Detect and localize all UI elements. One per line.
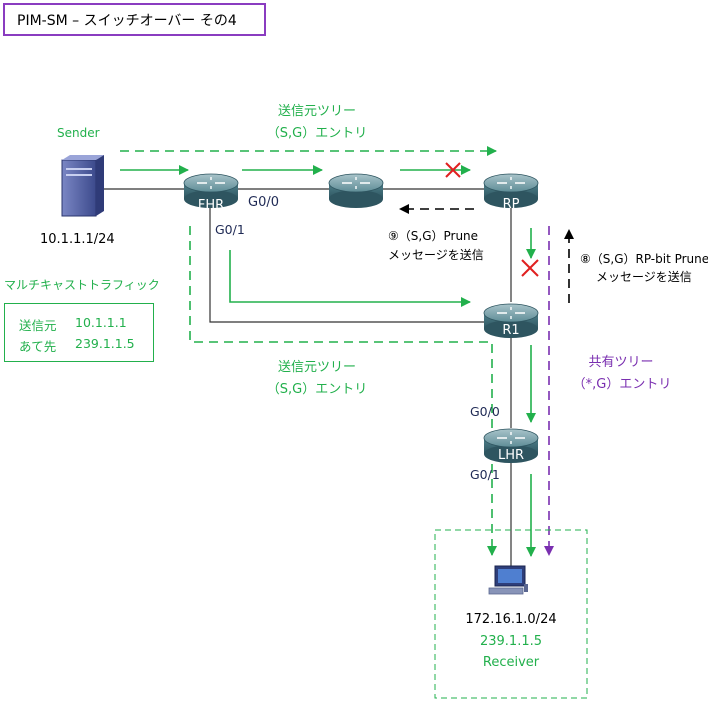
prune8-line2: メッセージを送信 (596, 270, 692, 284)
router-icon (483, 173, 539, 208)
sender-ip: 10.1.1.1/24 (40, 232, 115, 247)
lhr-label: LHR (498, 448, 524, 463)
fhr-label: FHR (198, 198, 224, 213)
prune9-line2: メッセージを送信 (388, 248, 484, 262)
receiver-network: 172.16.1.0/24 (465, 612, 557, 627)
multicast-traffic-heading: マルチキャストトラフィック (4, 278, 160, 292)
receiver-segment-box (434, 529, 588, 699)
source-tree-bottom-entry: （S,G）エントリ (266, 382, 368, 397)
receiver-group: 239.1.1.5 (479, 634, 543, 649)
source-tree-top-entry: （S,G）エントリ (266, 126, 368, 141)
lhr-interface-g00: G0/0 (470, 404, 500, 419)
multicast-flow-arrows (120, 165, 536, 557)
traffic-destination-value: 239.1.1.5 (75, 336, 135, 351)
source-tree-bottom-title: 送信元ツリー (277, 360, 356, 375)
pc-icon (488, 565, 528, 595)
router-icon (183, 173, 239, 208)
multicast-traffic-box: 送信元 10.1.1.1 あて先 239.1.1.5 (4, 303, 154, 362)
page-title: PIM-SM – スイッチオーバー その4 (3, 3, 266, 36)
cross-mark-icon (521, 259, 539, 277)
prune9-line1: ⑨（S,G）Prune (388, 229, 479, 243)
fhr-interface-g01: G0/1 (215, 222, 245, 237)
receiver-label: Receiver (482, 655, 540, 670)
shared-tree-entry: （*,G）エントリ (572, 377, 672, 392)
traffic-row-destination: あて先 239.1.1.5 (19, 336, 135, 355)
traffic-row-source: 送信元 10.1.1.1 (19, 315, 127, 334)
physical-links (98, 188, 512, 566)
traffic-destination-key: あて先 (19, 339, 57, 354)
prune-arrows (399, 204, 574, 303)
rp-label: RP (503, 197, 520, 212)
lhr-interface-g01: G0/1 (470, 467, 500, 482)
traffic-source-value: 10.1.1.1 (75, 315, 127, 330)
sender-label: Sender (57, 126, 100, 140)
r1-label: R1 (502, 323, 519, 338)
cross-mark-icon (445, 162, 461, 178)
traffic-source-key: 送信元 (19, 318, 57, 333)
fhr-interface-g00: G0/0 (248, 195, 279, 210)
prune8-line1: ⑧（S,G）RP-bit Prune (580, 252, 708, 266)
shared-tree-title: 共有ツリー (588, 355, 654, 370)
server-icon (61, 155, 104, 217)
source-tree-paths (120, 146, 497, 556)
router-icon (328, 173, 384, 208)
router-icon (483, 303, 539, 338)
router-icon (483, 428, 539, 463)
source-tree-top-title: 送信元ツリー (277, 104, 356, 119)
